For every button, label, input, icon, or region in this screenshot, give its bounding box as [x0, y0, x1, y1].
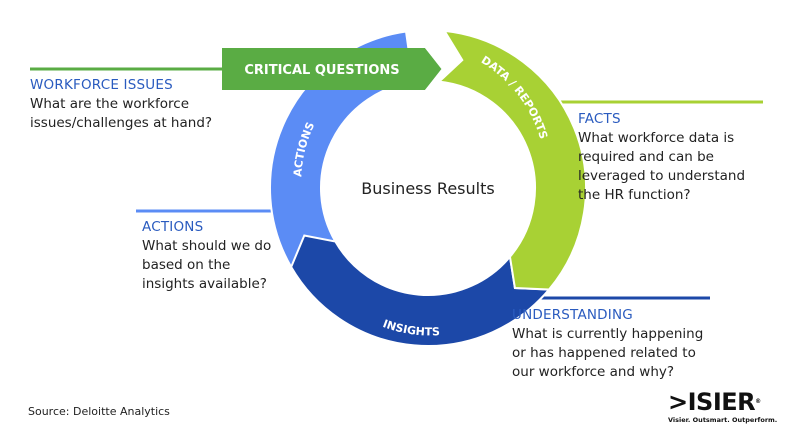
understanding-line: What is currently happening [512, 326, 704, 342]
critical-questions-label: CRITICAL QUESTIONS [244, 63, 399, 78]
data-reports-ring-segment [436, 29, 587, 291]
facts-line: the HR function? [578, 187, 691, 203]
registered-mark: ® [755, 398, 761, 405]
understanding-callout: UNDERSTANDING What is currently happenin… [512, 306, 703, 382]
actions-ring-segment [269, 30, 415, 269]
critical-questions-banner [222, 48, 442, 90]
facts-heading: FACTS [578, 111, 621, 127]
facts-line: What workforce data is [578, 130, 735, 146]
actions-line: insights available? [142, 276, 267, 292]
actions-line: What should we do [142, 238, 272, 254]
facts-line: required and can be [578, 149, 714, 165]
source-note: Source: Deloitte Analytics [28, 405, 170, 418]
workforce-issues-callout: WORKFORCE ISSUES What are the workforce … [30, 76, 212, 133]
workforce-issues-line: What are the workforce [30, 96, 189, 112]
understanding-line: our workforce and why? [512, 364, 675, 380]
business-results-label: Business Results [361, 179, 494, 198]
logo-tagline: Visier. Outsmart. Outperform. [668, 416, 778, 424]
logo-wordmark: >ISIER [668, 388, 756, 416]
actions-line: based on the [142, 257, 231, 273]
workforce-issues-line: issues/challenges at hand? [30, 115, 213, 131]
actions-callout: ACTIONS What should we do based on the i… [142, 218, 271, 294]
insights-ring-segment [290, 234, 552, 347]
facts-callout: FACTS What workforce data is required an… [578, 110, 745, 205]
understanding-line: or has happened related to [512, 345, 696, 361]
understanding-heading: UNDERSTANDING [512, 307, 633, 323]
facts-line: leveraged to understand [578, 168, 746, 184]
workforce-issues-heading: WORKFORCE ISSUES [30, 77, 173, 93]
banner-chevron-outline [424, 45, 445, 93]
actions-heading: ACTIONS [142, 219, 204, 235]
visier-logo: >ISIER® Visier. Outsmart. Outperform. [668, 390, 778, 424]
